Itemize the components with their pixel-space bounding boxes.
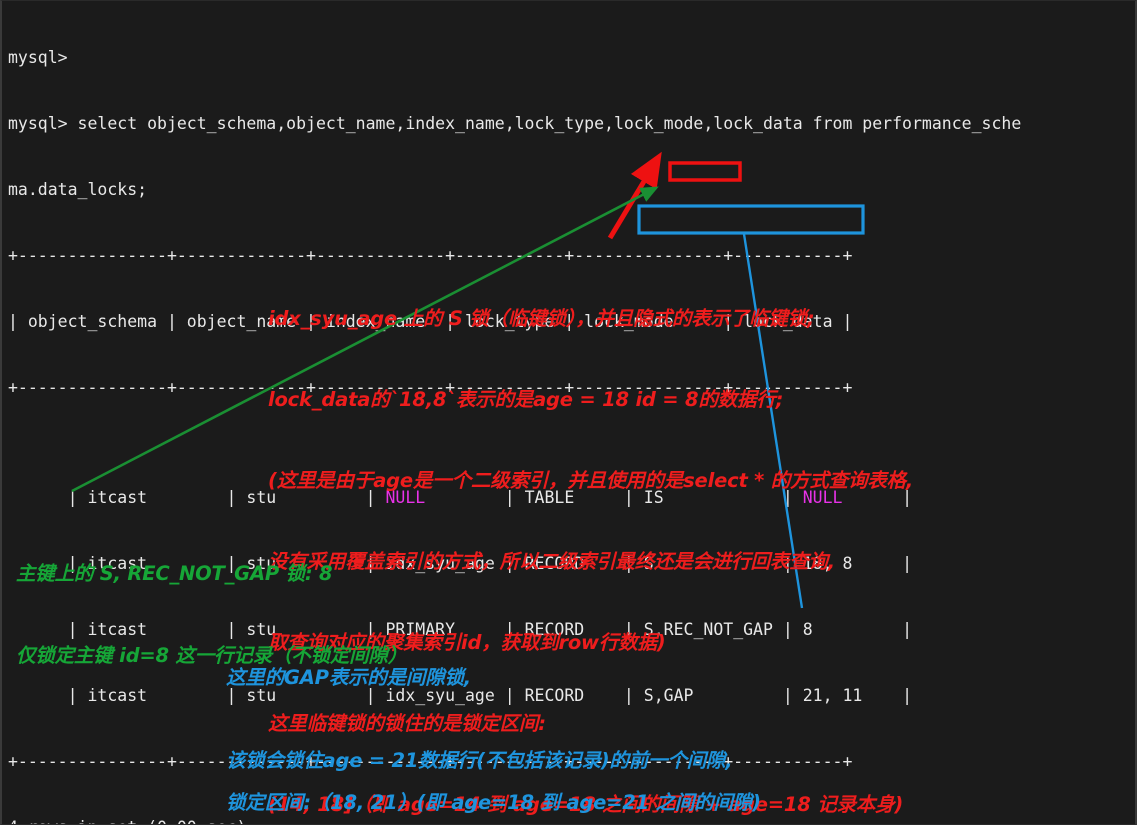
row-suffix: | [842,488,913,507]
red-note-line: idx_syu_age 上的 S 锁（临键锁），并且隐式的表示了临键锁; [268,307,815,330]
terminal-line-query: mysql> select object_schema,object_name,… [8,114,1022,133]
red-note-line: 没有采用覆盖索引的方式，所以二级索引最终还是会进行回表查询, [268,550,835,573]
row-middle: | RECORD | S,GAP | [494,686,803,705]
row-middle: | RECORD | S,REC_NOT_GAP | [455,620,803,639]
table-rule-bottom: +---------------+-------------+---------… [8,752,853,771]
cell-index-name: idx_syu_age [385,686,495,705]
cell-lock-data: 8 [802,620,813,639]
cell-index-name: PRIMARY [385,620,456,639]
row-prefix: | itcast | stu | [67,686,386,705]
row-prefix: | itcast | stu | [67,620,386,639]
cell-lock-data: 21, 11 [802,686,863,705]
red-note-line: (这里是由于age是一个二级索引，并且使用的是select * 的方式查询表格, [268,469,914,492]
blue-note2-line: 锁定区间:（18, 21）(即 age=18 到 age=21 之间的间隙) [226,791,761,814]
row-suffix: | [862,686,913,705]
cell-lock-data: NULL [802,488,843,507]
cell-index-name: idx_syu_age [385,554,495,573]
red-note-line: lock_data的`18,8`表示的是age = 18 id = 8的数据行; [268,388,784,411]
table-row: | itcast | stu | idx_syu_age | RECORD | … [8,663,1133,705]
blue-annotation-note: 这里的GAP表示的是间隙锁, 该锁会锁住age = 21数据行(不包括该记录)的… [226,610,733,824]
cell-index-name: NULL [385,488,426,507]
row-prefix: | itcast | stu | [67,554,386,573]
green-note-line: 仅锁定主键 id=8 这一行记录（不锁定间隙） [16,644,408,667]
terminal-line-query-cont: ma.data_locks; [8,180,148,199]
red-note-line: 这里临键锁的锁住的是锁定区间: [268,712,546,735]
green-annotation-note: 主键上的 S, REC_NOT_GAP 锁: 8 仅锁定主键 id=8 这一行记… [16,506,407,724]
table-row: | itcast | stu | NULL | TABLE | IS | NUL… [8,465,1133,507]
cell-lock-data: 18, 8 [802,554,853,573]
table-row: | itcast | stu | PRIMARY | RECORD | S,RE… [8,597,1133,639]
terminal-line: mysql> [8,48,68,67]
green-note-line: 主键上的 S, REC_NOT_GAP 锁: 8 [16,562,333,585]
red-note-line: 取查询对应的聚集索引id，获取到row行数据) [268,631,666,654]
blue-note-line: 这里的GAP表示的是间隙锁, [226,666,471,689]
row-suffix: | [812,620,913,639]
red-note-line: (14, 18]（即 age=14 到 age=18 之间的间隙 + age=1… [268,793,904,816]
blue-annotation-note-2: 锁定区间:（18, 21）(即 age=18 到 age=21 之间的间隙) [226,735,761,824]
row-count-status: 4 rows in set (0.00 sec) [8,817,1133,824]
table-row: | itcast | stu | idx_syu_age | RECORD | … [8,531,1133,573]
row-prefix: | itcast | stu | [67,488,386,507]
row-suffix: | [852,554,913,573]
blue-note-line: 该锁会锁住age = 21数据行(不包括该记录)的前一个间隙, [226,749,733,772]
